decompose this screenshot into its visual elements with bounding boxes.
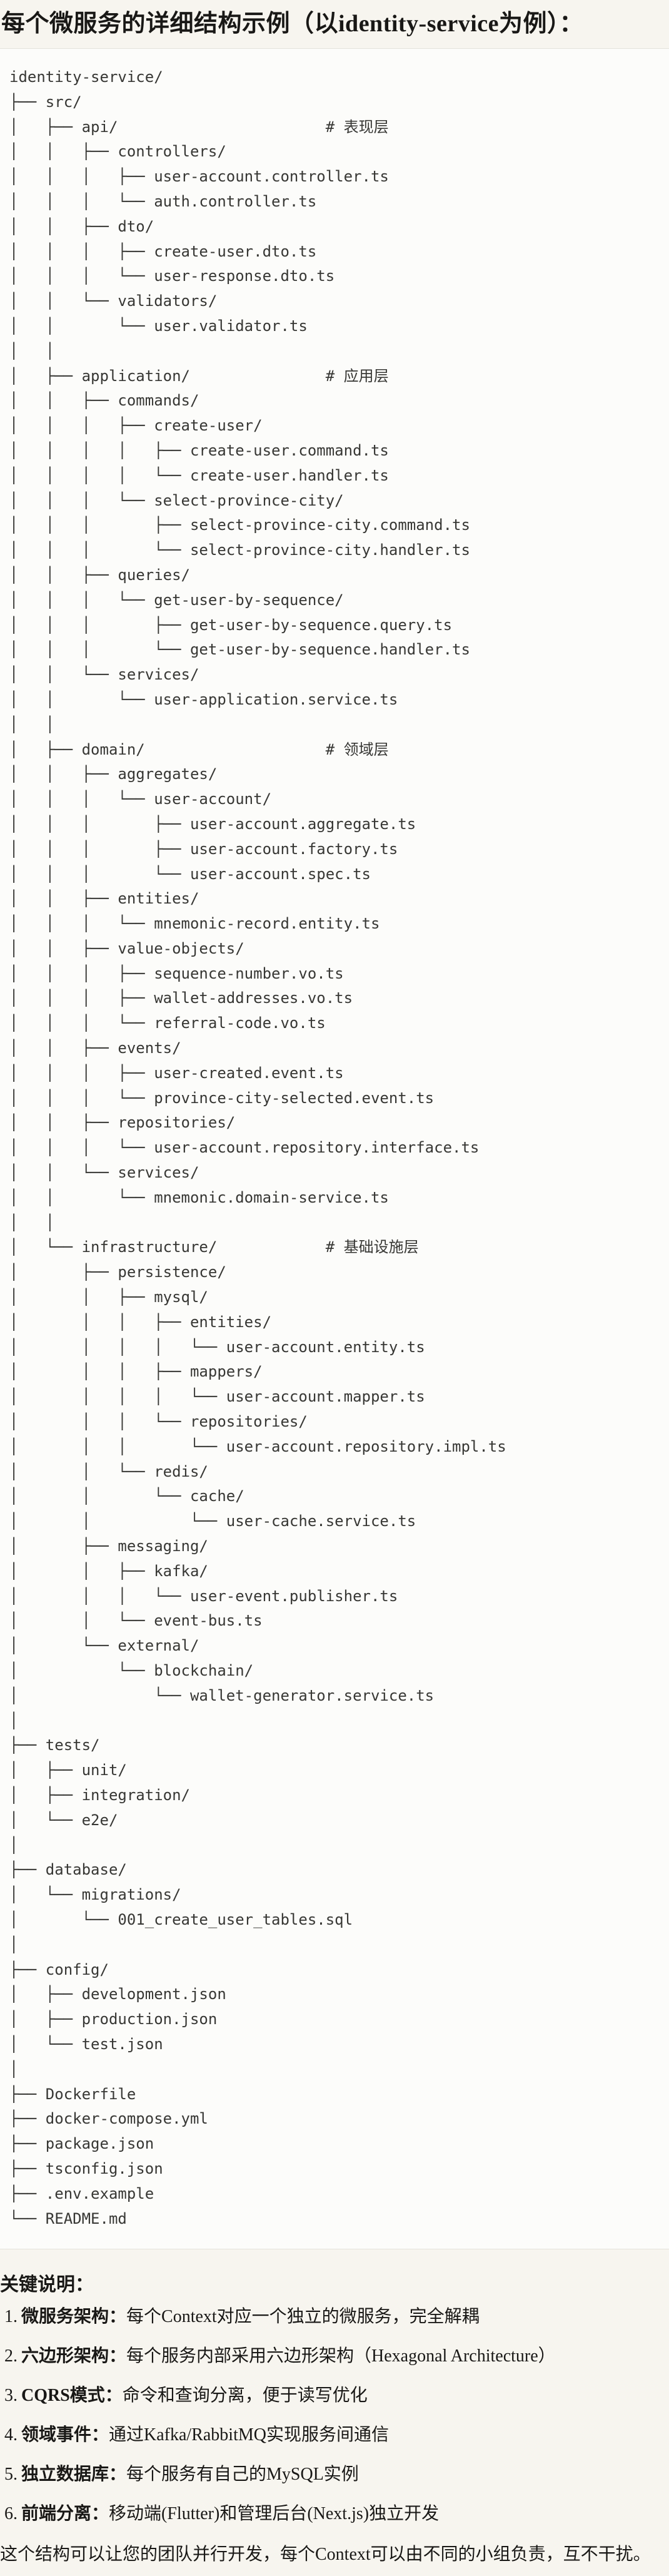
list-item-number: 2.: [4, 2346, 18, 2366]
list-item-label: 独立数据库：: [21, 2465, 127, 2485]
list-item-1: 1.微服务架构：每个Context对应一个独立的微服务，完全解耦: [0, 2304, 661, 2329]
directory-tree: identity-service/ ├── src/ │ ├── api/ # …: [9, 68, 506, 2227]
list-item-number: 1.: [4, 2307, 18, 2327]
list-item-label: 微服务架构：: [21, 2307, 127, 2327]
code-block: identity-service/ ├── src/ │ ├── api/ # …: [0, 48, 669, 2250]
list-item-text: 每个服务有自己的MySQL实例: [126, 2465, 359, 2485]
list-item-number: 5.: [4, 2465, 18, 2485]
list-item-text: 通过Kafka/RabbitMQ实现服务间通信: [109, 2425, 389, 2445]
list-item-4: 4.领域事件：通过Kafka/RabbitMQ实现服务间通信: [0, 2423, 661, 2447]
closing-paragraph: 这个结构可以让您的团队并行开发，每个Context可以由不同的小组负责，互不干扰…: [0, 2545, 651, 2565]
list-item-text: 命令和查询分离，便于读写优化: [122, 2386, 368, 2406]
list-item-label: 领域事件：: [21, 2425, 109, 2445]
list-item-text: 移动端(Flutter)和管理后台(Next.js)独立开发: [109, 2504, 440, 2524]
notes-section: 关键说明： 1.微服务架构：每个Context对应一个独立的微服务，完全解耦 2…: [0, 2272, 669, 2567]
page-title: 每个微服务的详细结构示例（以identity-service为例）：: [1, 11, 584, 37]
list-item-label: CQRS模式：: [21, 2386, 123, 2406]
list-item-6: 6.前端分离：移动端(Flutter)和管理后台(Next.js)独立开发: [0, 2502, 661, 2526]
list-item-5: 5.独立数据库：每个服务有自己的MySQL实例: [0, 2462, 661, 2487]
list-item-text: 每个Context对应一个独立的微服务，完全解耦: [126, 2307, 480, 2327]
notes-heading: 关键说明：: [0, 2274, 94, 2296]
list-item-number: 4.: [4, 2425, 18, 2445]
list-item-2: 2.六边形架构：每个服务内部采用六边形架构（Hexagonal Architec…: [0, 2344, 661, 2368]
list-item-number: 6.: [4, 2504, 18, 2524]
list-item-label: 六边形架构：: [21, 2346, 127, 2366]
list-item-3: 3.CQRS模式：命令和查询分离，便于读写优化: [0, 2383, 661, 2408]
list-item-number: 3.: [4, 2386, 18, 2406]
list-item-text: 每个服务内部采用六边形架构（Hexagonal Architecture）: [126, 2346, 556, 2366]
list-item-label: 前端分离：: [21, 2504, 109, 2524]
